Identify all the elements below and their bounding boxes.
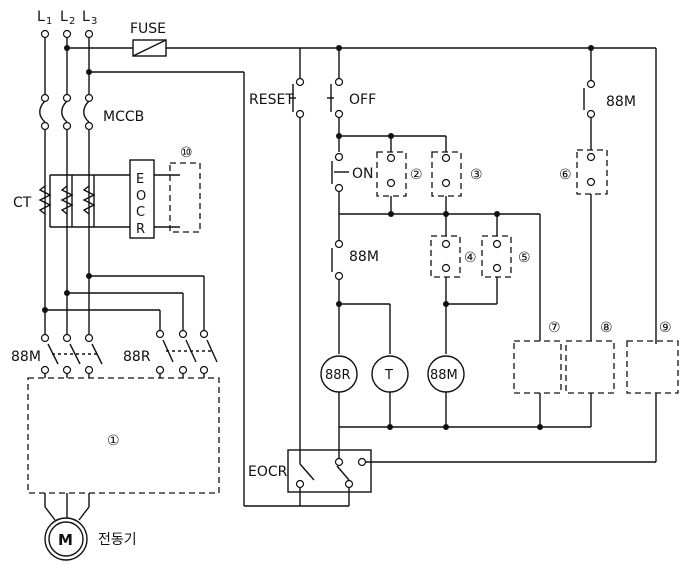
l1-subscript: 1 <box>46 16 52 27</box>
eocr-unit: E O C R <box>129 159 180 239</box>
coil-88r-label: 88R <box>325 368 351 383</box>
fuse-label: FUSE <box>130 21 166 37</box>
main-contacts-88r: 88R <box>123 329 218 378</box>
blank-6-label: ⑥ <box>559 167 572 183</box>
eocr-letter-e: E <box>136 172 144 187</box>
blank-3: ③ <box>431 151 483 214</box>
off-button: OFF <box>327 48 376 119</box>
blank-1: ① <box>27 377 220 494</box>
off-label: OFF <box>349 92 376 108</box>
on-label: ON <box>352 166 374 182</box>
motor-label: 전동기 <box>98 532 137 548</box>
blank-3-label: ③ <box>470 167 483 183</box>
contact-88m-interlock: 88M <box>331 239 391 354</box>
eocr-letter-r: R <box>136 222 145 237</box>
blank-9-label: ⑨ <box>659 320 672 336</box>
ct-label: CT <box>13 195 32 211</box>
motor: M 전동기 <box>44 493 137 561</box>
coil-return-bus <box>339 424 591 430</box>
coil-t-label: T <box>384 368 393 383</box>
l3-subscript: 3 <box>91 16 97 27</box>
blank-1-label: ① <box>107 433 120 449</box>
coil-88m: 88M <box>427 355 465 427</box>
off-output-bus <box>336 118 447 152</box>
contact-88m-top-label: 88M <box>606 94 636 110</box>
on-button: ON <box>331 152 374 240</box>
coil-88m-label: 88M <box>430 368 458 383</box>
phase-labels: L 1 L 2 L 3 <box>37 9 97 27</box>
blank-2: ② <box>376 151 423 214</box>
phase-wires-mid <box>44 130 90 334</box>
blank-10: ⑩ <box>169 145 201 233</box>
blank-10-label: ⑩ <box>180 145 193 161</box>
blank-6: ⑥ <box>559 149 608 341</box>
reverse-branch-wires <box>42 273 205 331</box>
reset-button: RESET <box>249 48 305 450</box>
eocr-relay-contacts: EOCR <box>248 449 656 507</box>
l2-label: L <box>60 9 68 25</box>
blank-4-label: ④ <box>464 250 477 266</box>
blank-5-label: ⑤ <box>518 250 531 266</box>
fuse-branch: FUSE <box>64 21 656 57</box>
main-88m-label: 88M <box>11 349 41 365</box>
eocr-letter-c: C <box>136 205 145 220</box>
blank-2-label: ② <box>410 167 423 183</box>
l3-control-branch <box>86 69 300 507</box>
blank-4: ④ <box>430 235 477 354</box>
l2-subscript: 2 <box>69 16 75 27</box>
eocr-relay-label: EOCR <box>248 464 288 480</box>
motor-symbol: M <box>58 531 73 549</box>
top-bus-junctions <box>336 45 657 344</box>
on-output-bus <box>339 211 541 341</box>
eocr-letter-o: O <box>136 189 146 204</box>
l1-label: L <box>37 9 45 25</box>
main-contacts-88m: 88M <box>11 333 103 378</box>
main-88r-label: 88R <box>123 349 151 365</box>
contact-88m-mid-label: 88M <box>349 249 379 265</box>
contact-88m-top: 88M <box>583 48 636 150</box>
coil-timer: T <box>371 355 409 427</box>
blank-7: ⑦ <box>513 320 562 427</box>
ct-current-transformers: CT <box>13 174 130 228</box>
reset-label: RESET <box>249 92 294 108</box>
blank-8: ⑧ <box>565 320 615 427</box>
blank-8-label: ⑧ <box>600 320 613 336</box>
blank-5: ⑤ <box>446 235 531 305</box>
blank-7-label: ⑦ <box>548 320 561 336</box>
blank-9: ⑨ <box>626 320 679 462</box>
l3-label: L <box>82 9 90 25</box>
coil-88r: 88R <box>320 355 358 450</box>
phase-terminals <box>40 29 94 39</box>
mccb-breaker: MCCB <box>39 93 144 131</box>
mccb-label: MCCB <box>103 109 144 125</box>
